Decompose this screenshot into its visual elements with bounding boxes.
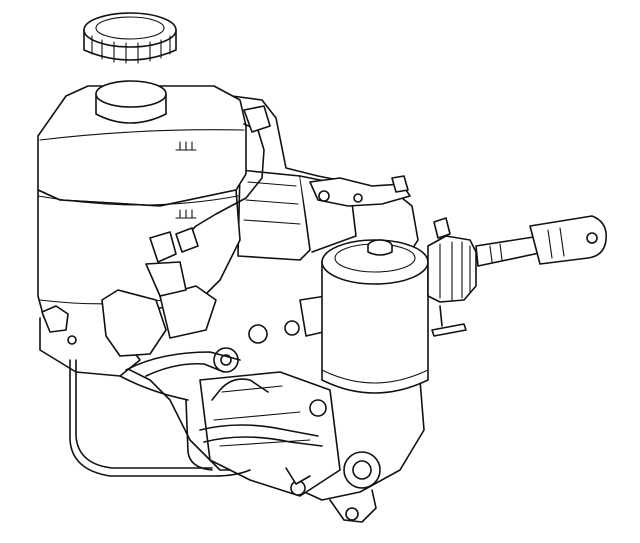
reservoir-hoses <box>101 261 217 357</box>
reservoir-cap <box>83 12 177 64</box>
push-rod <box>427 215 608 337</box>
accumulator <box>321 239 429 394</box>
sensor-wire <box>149 105 271 263</box>
brake-lines <box>69 351 323 477</box>
